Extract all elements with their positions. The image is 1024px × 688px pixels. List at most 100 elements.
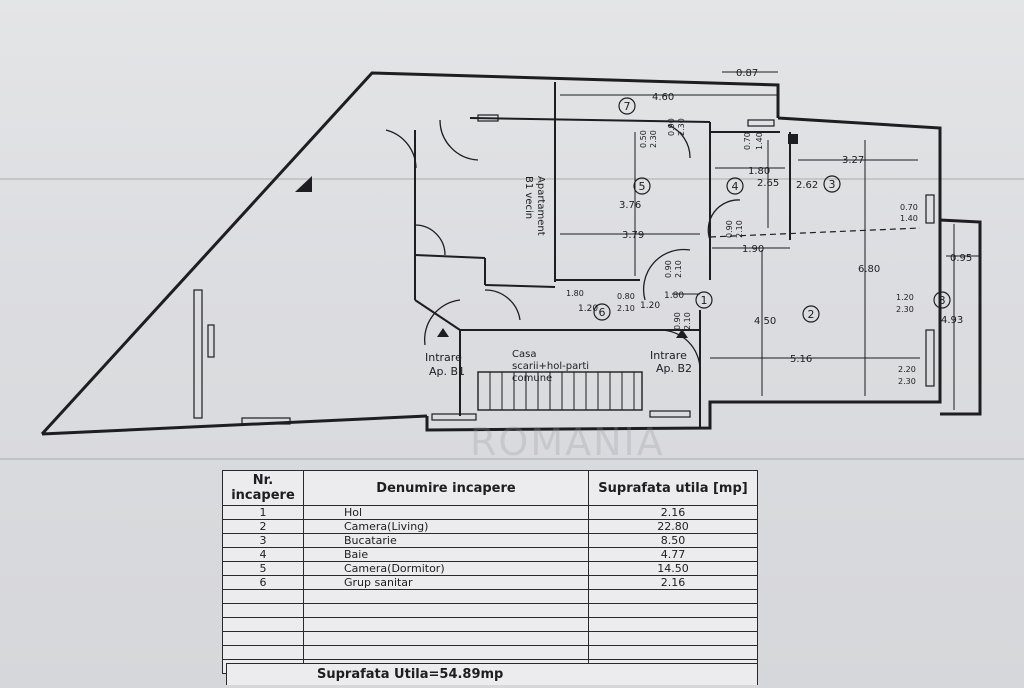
- table-row-empty: [222, 603, 758, 618]
- entrance-b1-label: Ap. B1: [429, 365, 465, 378]
- room-number-5: 5: [639, 180, 646, 193]
- stairwell-label: Casa: [512, 349, 536, 360]
- dimension-label: 1.20: [896, 293, 914, 302]
- room-number-3: 3: [829, 178, 836, 191]
- paper-fold: [0, 178, 1024, 180]
- empty-cell: [588, 589, 758, 604]
- dimension-label: 1.80: [748, 166, 770, 177]
- empty-cell: [303, 645, 589, 660]
- room-number-2: 2: [808, 308, 815, 321]
- apartment-label: B1 vecin: [523, 176, 534, 219]
- dimension-label: 2.62: [796, 180, 818, 191]
- dimension-label: 0.87: [736, 68, 758, 79]
- dimension-label: 0.90: [725, 220, 734, 238]
- stairwell-label: scarii+hol-parti: [512, 361, 589, 372]
- row-denumire: Hol: [303, 505, 589, 520]
- empty-cell: [303, 631, 589, 646]
- header-denumire: Denumire incapere: [303, 470, 589, 506]
- dimension-label: 5.16: [790, 354, 812, 365]
- dimension-label: 2.20: [898, 365, 916, 374]
- row-nr: 4: [222, 547, 304, 562]
- table-row-empty: [222, 589, 758, 604]
- row-nr: 2: [222, 519, 304, 534]
- dimension-label: 2.10: [735, 220, 744, 238]
- dimension-label: 1.20: [640, 301, 660, 311]
- row-nr: 5: [222, 561, 304, 576]
- table-row-empty: [222, 645, 758, 660]
- dimension-label: 2.30: [898, 377, 916, 386]
- row-nr: 1: [222, 505, 304, 520]
- dimension-label: 0.95: [950, 253, 972, 264]
- dimension-label: 2.10: [683, 312, 692, 330]
- row-denumire: Grup sanitar: [303, 575, 589, 590]
- header-suprafata: Suprafata utila [mp]: [588, 470, 758, 506]
- shaft-marker: [788, 134, 798, 144]
- stairwell-label: comune: [512, 373, 552, 384]
- dimension-label: 1.90: [742, 244, 764, 255]
- dimension-label: 2.30: [896, 305, 914, 314]
- dimension-label: 0.90: [667, 118, 676, 136]
- empty-cell: [303, 603, 589, 618]
- empty-cell: [588, 631, 758, 646]
- dimension-label: 2.10: [674, 260, 683, 278]
- row-nr: 6: [222, 575, 304, 590]
- dimension-label: 2.10: [617, 304, 635, 313]
- empty-cell: [222, 631, 304, 646]
- dimension-label: 0.90: [673, 312, 682, 330]
- empty-cell: [588, 617, 758, 632]
- dimension-label: 2.30: [649, 130, 658, 148]
- dimension-label: 0.70: [900, 203, 918, 212]
- empty-cell: [222, 645, 304, 660]
- header-nr: Nr. incapere: [222, 470, 304, 506]
- empty-cell: [222, 603, 304, 618]
- empty-cell: [303, 589, 589, 604]
- dimension-label: 3.76: [619, 200, 641, 211]
- dimension-label: 0.80: [617, 292, 635, 301]
- table-row-empty: [222, 631, 758, 646]
- row-denumire: Bucatarie: [303, 533, 589, 548]
- row-suprafata: 14.50: [588, 561, 758, 576]
- row-suprafata: 4.77: [588, 547, 758, 562]
- empty-cell: [222, 617, 304, 632]
- row-nr: 3: [222, 533, 304, 548]
- entrance-b2-arrow-icon: [676, 329, 688, 338]
- dimension-label: 1.40: [755, 132, 764, 150]
- column-marker: [295, 176, 312, 192]
- entrance-b2-label: Intrare: [650, 349, 687, 362]
- dimension-label: 1.80: [566, 289, 584, 298]
- row-suprafata: 2.16: [588, 575, 758, 590]
- entrance-b1-label: Intrare: [425, 351, 462, 364]
- dimension-label: 2.65: [757, 178, 779, 189]
- dimension-label: 1.40: [900, 214, 918, 223]
- entrance-b1-arrow-icon: [437, 328, 449, 337]
- dimension-label: 6.80: [858, 264, 880, 275]
- dimension-label: 2.30: [677, 118, 686, 136]
- room-number-7: 7: [624, 100, 631, 113]
- row-denumire: Camera(Living): [303, 519, 589, 534]
- dimension-label: 4.50: [754, 316, 776, 327]
- room-number-6: 6: [599, 306, 606, 319]
- dimension-label: 0.90: [664, 260, 673, 278]
- dimension-label: 1.20: [578, 304, 598, 314]
- dimension-label: 4.93: [941, 315, 963, 326]
- apartment-label: Apartament: [535, 176, 546, 236]
- room-number-1: 1: [701, 294, 708, 307]
- row-denumire: Baie: [303, 547, 589, 562]
- entrance-b2-label: Ap. B2: [656, 362, 692, 375]
- dimension-label: 1.80: [664, 291, 684, 301]
- empty-cell: [222, 589, 304, 604]
- total-area: Suprafata Utila=54.89mp: [226, 663, 758, 685]
- room-number-8: 8: [939, 294, 946, 307]
- dimension-label: 0.50: [639, 130, 648, 148]
- empty-cell: [588, 603, 758, 618]
- dimension-label: 3.79: [622, 230, 644, 241]
